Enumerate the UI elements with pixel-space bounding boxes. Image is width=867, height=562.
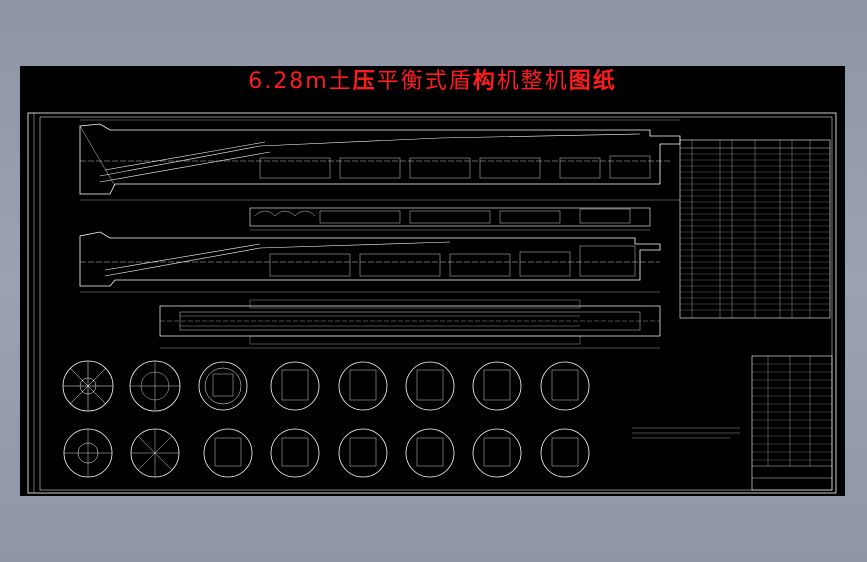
section-l bbox=[540, 428, 590, 478]
section-d bbox=[405, 361, 455, 411]
parts-table-rows bbox=[680, 153, 830, 311]
section-k bbox=[472, 428, 522, 478]
section-j bbox=[405, 428, 455, 478]
cutterhead-detail-1 bbox=[63, 428, 113, 478]
cross-sections bbox=[62, 360, 590, 478]
drawing-sheet: 6.28m土压平衡式盾构机整机图纸 bbox=[20, 66, 845, 496]
title-part-3: 平衡式盾 bbox=[376, 69, 473, 94]
drawing-frame bbox=[27, 112, 837, 494]
shield-side-view-1 bbox=[79, 119, 681, 201]
cutterhead-front-view bbox=[62, 360, 114, 412]
backup-gantry bbox=[249, 207, 651, 231]
section-h bbox=[270, 428, 320, 478]
cutterhead-rear-view bbox=[129, 360, 181, 412]
title-block bbox=[751, 355, 833, 491]
title-part-5: 机整机 bbox=[496, 69, 569, 94]
section-b bbox=[270, 361, 320, 411]
section-g bbox=[203, 428, 253, 478]
drawing-title: 6.28m土压平衡式盾构机整机图纸 bbox=[20, 69, 845, 95]
title-part-2: 压 bbox=[352, 69, 377, 94]
title-part-1: 6.28m土 bbox=[248, 69, 353, 94]
title-part-6: 图纸 bbox=[568, 69, 617, 94]
section-c bbox=[338, 361, 388, 411]
cad-drawing bbox=[27, 112, 837, 494]
title-part-4: 构 bbox=[472, 69, 497, 94]
technical-notes bbox=[632, 427, 740, 439]
section-a bbox=[198, 361, 248, 411]
parts-table bbox=[679, 139, 831, 319]
cutterhead-detail-2 bbox=[130, 428, 180, 478]
shield-plan-view bbox=[159, 299, 661, 349]
section-f bbox=[540, 361, 590, 411]
drawing-inner-frame bbox=[39, 116, 833, 491]
shield-side-view-2 bbox=[79, 231, 661, 293]
section-i bbox=[338, 428, 388, 478]
section-e bbox=[472, 361, 522, 411]
